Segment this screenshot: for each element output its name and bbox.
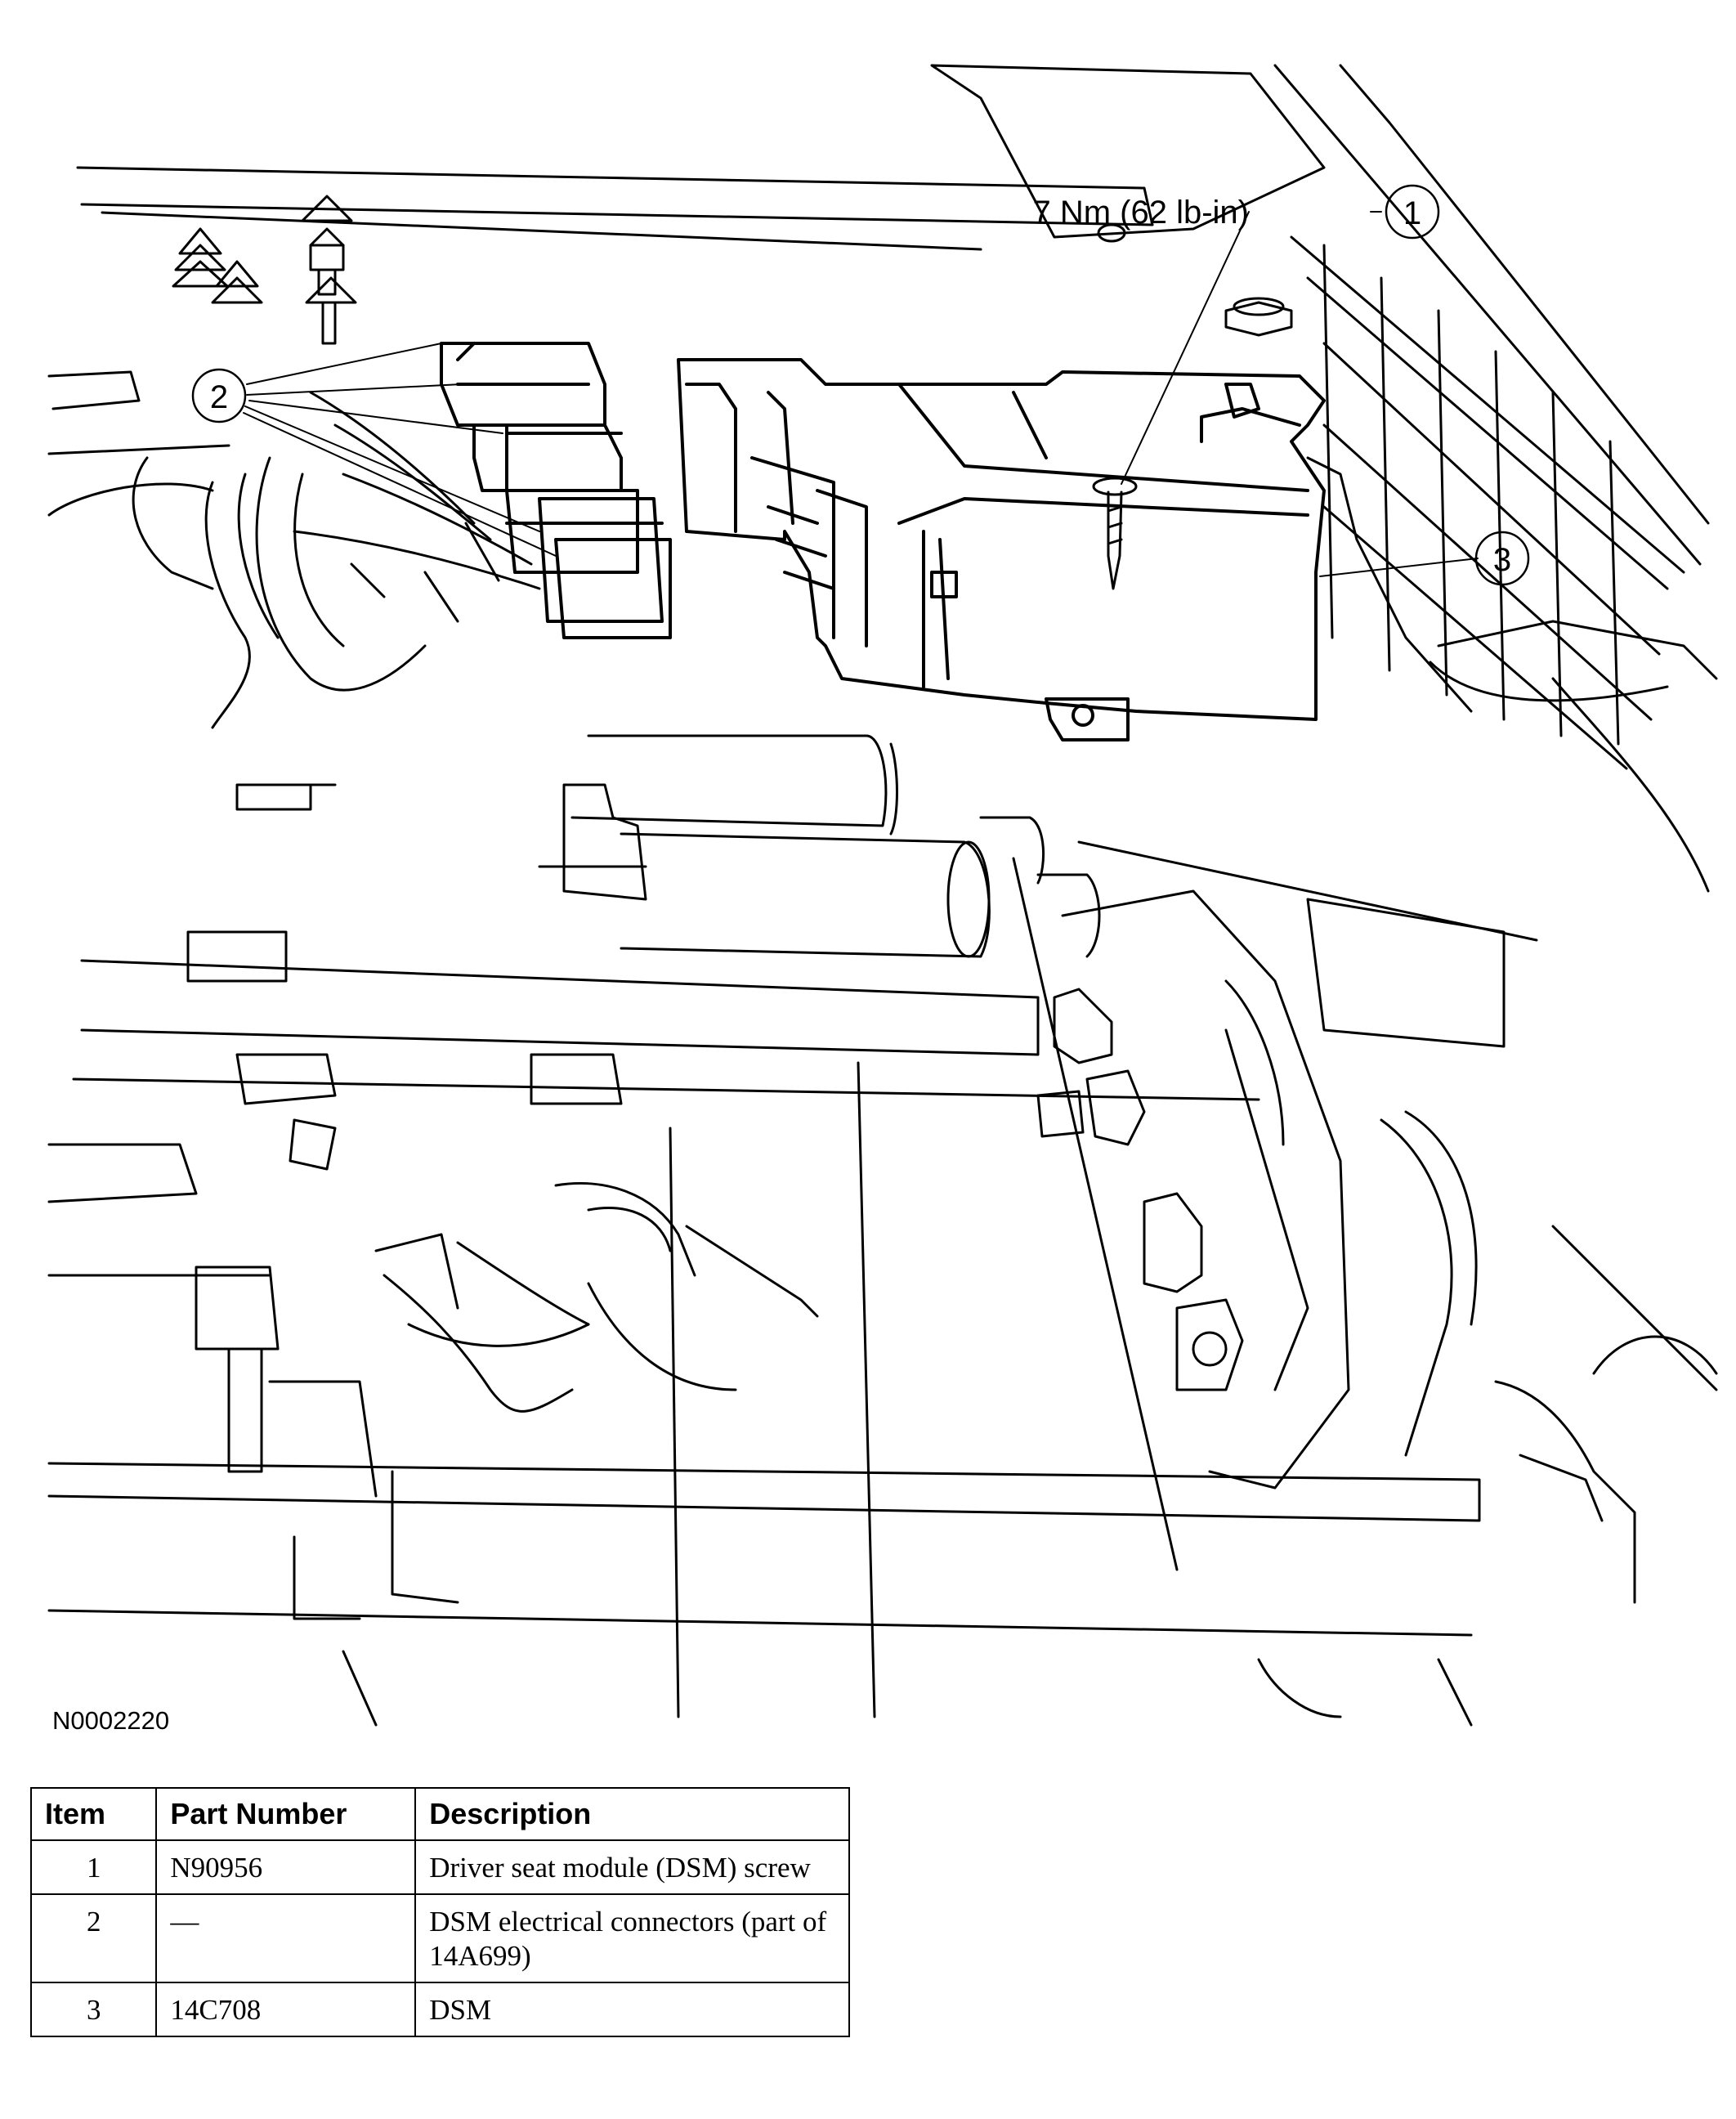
table-header-row: Item Part Number Description: [29, 1787, 850, 1841]
table-row: 1 N90956 Driver seat module (DSM) screw: [29, 1839, 850, 1895]
leader-lines: [243, 211, 1479, 577]
parts-table: Item Part Number Description 1 N90956 Dr…: [29, 1787, 850, 2037]
cell-description: DSM electrical connectors (part of 14A69…: [414, 1893, 850, 1983]
callout-2-number: 2: [210, 379, 228, 415]
cell-item: 2: [29, 1893, 158, 1983]
callout-1: 1: [1385, 184, 1440, 240]
callout-2: 2: [191, 368, 247, 423]
cell-item: 1: [29, 1839, 158, 1895]
misc-hardware: [186, 783, 819, 1620]
header-part-number: Part Number: [155, 1787, 417, 1841]
seat-frame-lines: [47, 64, 1718, 1727]
wiring-harness: [47, 391, 541, 729]
dsm-screw: [1092, 477, 1138, 590]
mounting-bolt: [1097, 223, 1293, 337]
torque-spec-label: 7 Nm (62 lb-in): [1032, 195, 1249, 231]
figure-reference-id: N0002220: [52, 1706, 170, 1735]
cell-part-number: 14C708: [155, 1982, 417, 2037]
dsm-electrical-connectors: [440, 342, 672, 639]
header-description: Description: [414, 1787, 850, 1841]
cell-part-number: —: [155, 1893, 417, 1983]
callout-3: 3: [1474, 531, 1530, 586]
cell-description: DSM: [414, 1982, 850, 2037]
cell-item: 3: [29, 1982, 158, 2037]
table-row: 3 14C708 DSM: [29, 1982, 850, 2037]
table-row: 2 — DSM electrical connectors (part of 1…: [29, 1893, 850, 1983]
header-item: Item: [29, 1787, 158, 1841]
seat-motors: [570, 734, 1636, 1604]
dsm-installation-illustration: 1 7 Nm (62 lb-in) 2 3: [47, 64, 1718, 1727]
cell-part-number: N90956: [155, 1839, 417, 1895]
push-pin-clips: [172, 195, 357, 345]
driver-seat-module: [677, 358, 1326, 741]
cell-description: Driver seat module (DSM) screw: [414, 1839, 850, 1895]
callout-1-number: 1: [1403, 195, 1421, 231]
vent-grille: [1290, 235, 1685, 770]
callout-3-number: 3: [1493, 542, 1511, 578]
